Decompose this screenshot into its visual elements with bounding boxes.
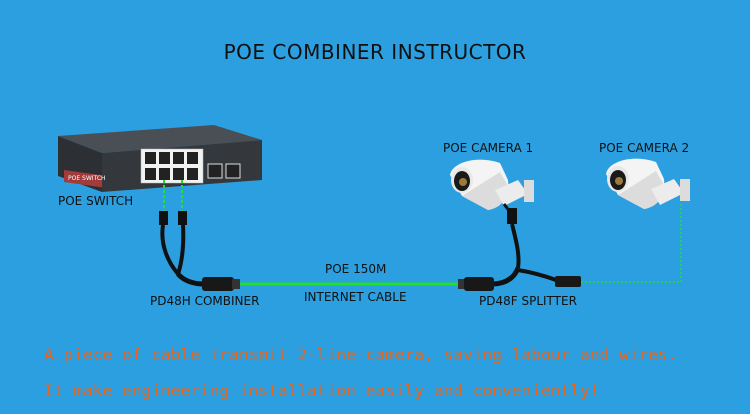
pd48h-combiner <box>176 272 240 291</box>
camera-1-label: POE CAMERA 1 <box>443 141 534 155</box>
camera-2-icon <box>606 158 690 209</box>
page-title: POE COMBINER INSTRUCTOR <box>223 40 527 64</box>
camera-2-cable <box>581 202 682 283</box>
camera-1-icon <box>450 159 534 213</box>
poe-distance-label: POE 150M <box>325 262 387 276</box>
switch-patch-cables <box>159 180 187 276</box>
combiner-label: PD48H COMBINER <box>150 294 260 308</box>
slogan-line-1: A piece of cable transmit 2-line-camera,… <box>44 345 678 364</box>
poe-switch: POE SWITCH <box>58 125 262 192</box>
switch-face-label: POE SWITCH <box>68 175 106 182</box>
slogan-line-2: It make engineering installation easily … <box>44 381 600 400</box>
pd48f-splitter <box>458 208 581 291</box>
internet-cable-label: INTERNET CABLE <box>304 290 407 304</box>
camera-2-label: POE CAMERA 2 <box>599 141 690 155</box>
poe-switch-label: POE SWITCH <box>58 194 134 208</box>
splitter-label: PD48F SPLITTER <box>479 294 577 308</box>
